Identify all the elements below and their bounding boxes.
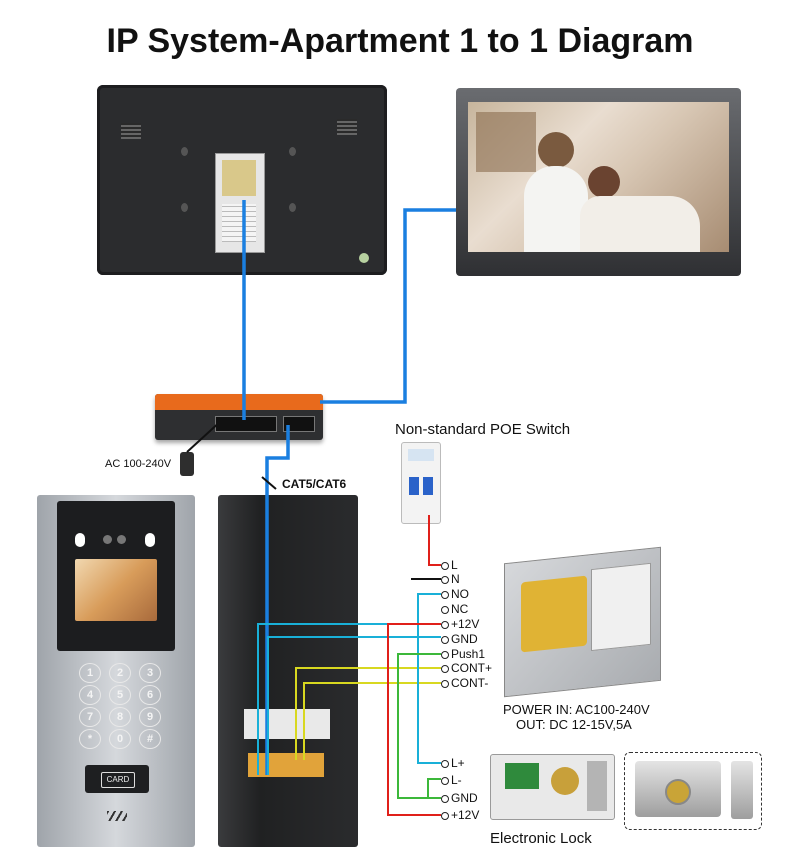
speaker-grill-right (337, 119, 357, 135)
keypad-key: # (139, 729, 161, 749)
cable-type-label: CAT5/CAT6 (282, 477, 347, 491)
card-reader: CARD (85, 765, 149, 793)
terminal-n: N (441, 572, 460, 586)
bookshelf-shape (476, 112, 536, 172)
ir-light-right (145, 533, 155, 547)
terminal-block (248, 753, 324, 777)
speaker-slots (107, 811, 127, 821)
keypad-key: * (79, 729, 101, 749)
lock-strike (731, 761, 753, 819)
mount-slot (181, 147, 188, 156)
terminal-cont-plus: CONT+ (441, 661, 492, 675)
terminal-nc: NC (441, 602, 468, 616)
red-wire-12v (387, 623, 441, 816)
mount-slot (289, 203, 296, 212)
electronic-lock-label: Electronic Lock (490, 830, 592, 847)
camera-icon (103, 535, 112, 544)
lock-terminal-plus12v: +12V (441, 808, 479, 822)
terminal-no: NO (441, 587, 469, 601)
terminal-l: L (441, 558, 458, 572)
lock-circuit-board (505, 763, 539, 789)
door-station-back (218, 495, 358, 847)
card-label: CARD (101, 772, 135, 788)
breaker-label (408, 449, 434, 461)
lock-internals (490, 754, 615, 820)
terminal-gnd: GND (441, 632, 478, 646)
switch-top-stripe (155, 394, 323, 410)
keypad-key: 5 (109, 685, 131, 705)
back-label-sticker (244, 709, 330, 739)
keypad-key: 9 (139, 707, 161, 727)
circuit-breaker (401, 442, 441, 524)
lock-terminal-l-minus: L- (441, 773, 462, 787)
green-wire-l-minus (427, 778, 441, 798)
poe-switch (155, 394, 323, 440)
poe-switch-label: Non-standard POE Switch (395, 421, 571, 438)
lock-bolt (587, 761, 607, 811)
camera-icon-2 (117, 535, 126, 544)
green-wire-push (397, 653, 441, 799)
keypad-key: 0 (109, 729, 131, 749)
power-out-label: OUT: DC 12-15V,5A (516, 717, 632, 732)
person-body (524, 166, 588, 252)
door-station-screen (75, 559, 157, 621)
breaker-toggle (409, 477, 419, 495)
psu-label (591, 562, 651, 652)
diagram-title: IP System-Apartment 1 to 1 Diagram (106, 22, 694, 60)
terminal-plus12v: +12V (441, 617, 479, 631)
keypad-key: 7 (79, 707, 101, 727)
lock-terminal-l-plus: L+ (441, 756, 465, 770)
person-body-2 (580, 196, 700, 252)
keypad-key: 4 (79, 685, 101, 705)
lock-body (635, 761, 721, 817)
cable-marker (261, 476, 277, 490)
poe-ports (215, 416, 277, 432)
speaker-grill-left (121, 123, 141, 139)
psu-board (521, 575, 587, 653)
connector-panel (215, 153, 265, 253)
mount-slot (289, 147, 296, 156)
lock-motor (551, 767, 579, 795)
keypad-key: 1 (79, 663, 101, 683)
keypad-key: 2 (109, 663, 131, 683)
uplink-ports (283, 416, 315, 432)
lock-exterior (624, 752, 762, 830)
ir-light-left (75, 533, 85, 547)
monitor-screen-image (468, 102, 729, 252)
person-head (538, 132, 574, 168)
breaker-toggle (423, 477, 433, 495)
indoor-monitor-back (97, 85, 387, 275)
person-head-2 (588, 166, 620, 198)
ac-input-label: AC 100-240V (105, 458, 172, 470)
keypad-key: 8 (109, 707, 131, 727)
mount-slot (181, 203, 188, 212)
terminal-cont-minus: CONT- (441, 676, 488, 690)
power-in-label: POWER IN: AC100-240V (503, 702, 650, 717)
lock-terminal-gnd: GND (441, 791, 478, 805)
cyan-wire-no (417, 593, 441, 764)
keypad-key: 3 (139, 663, 161, 683)
status-dot (359, 253, 369, 263)
ac-plug-icon (180, 452, 194, 476)
key-cylinder-icon (665, 779, 691, 805)
keypad-key: 6 (139, 685, 161, 705)
terminal-push1: Push1 (441, 647, 485, 661)
indoor-monitor-front (456, 88, 741, 276)
door-station-panel (57, 501, 175, 651)
rj45-port (222, 160, 256, 196)
power-supply (504, 546, 661, 698)
label-sticker (222, 204, 256, 242)
